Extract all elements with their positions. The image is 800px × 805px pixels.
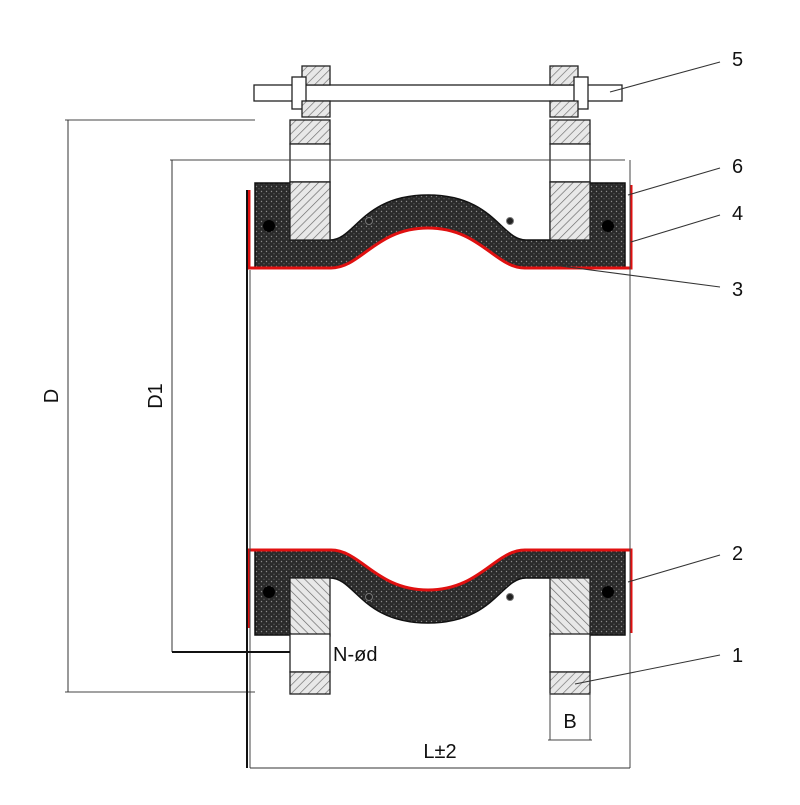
nut-top-right <box>549 65 579 86</box>
nut-bottom-left <box>301 100 331 118</box>
callout-2: 2 <box>732 543 743 565</box>
flange-bottom-left-cap <box>289 671 331 695</box>
tie-rod-assembly <box>253 65 623 118</box>
flange-top-right-cap <box>549 119 591 145</box>
nut-bottom-right <box>549 100 579 118</box>
nut-top-left <box>301 65 331 86</box>
callout-1: 1 <box>732 645 743 667</box>
flange-thickness-label: B <box>563 711 576 733</box>
length-label: L±2 <box>423 741 456 763</box>
callout-3: 3 <box>732 279 743 301</box>
bolt-hole-bottom-right <box>549 633 591 673</box>
flange-bottom-right-cap <box>549 671 591 695</box>
dimension-d1-label: D1 <box>145 383 167 409</box>
tie-rod <box>253 84 623 102</box>
bolt-holes-label: N-ød <box>333 644 377 666</box>
dimension-d-label: D <box>41 389 63 403</box>
bolt-hole-top-right <box>549 143 591 183</box>
callout-4: 4 <box>732 203 743 225</box>
bolt-hole-bottom-left <box>289 633 331 673</box>
extension-lines <box>65 119 631 768</box>
bottom-bellow <box>247 548 633 637</box>
callout-6: 6 <box>732 156 743 178</box>
bottom-flanges <box>289 633 591 695</box>
leader-lines <box>529 61 721 685</box>
callout-5: 5 <box>732 49 743 71</box>
bolt-hole-top-left <box>289 143 331 183</box>
dimension-lines <box>67 120 630 769</box>
flange-top-left-cap <box>289 119 331 145</box>
